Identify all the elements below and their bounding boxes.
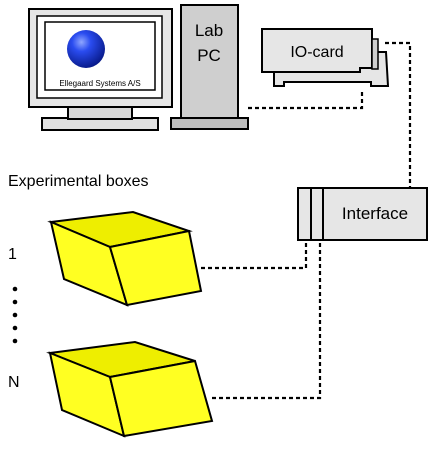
- box-index-first: 1: [8, 246, 17, 263]
- wire-boxN-to-interface: [212, 240, 322, 400]
- wire-box1-to-interface: [201, 240, 308, 270]
- tower-label-line2: PC: [197, 46, 221, 65]
- experimental-box-1: [47, 210, 203, 307]
- interface-label: Interface: [342, 204, 408, 223]
- interface-device: [297, 187, 428, 241]
- box-index-last: N: [8, 374, 20, 391]
- experimental-box-n: [46, 340, 214, 438]
- io-card-label: IO-card: [290, 44, 343, 61]
- wire-io-card-to-interface: [385, 41, 412, 188]
- experimental-boxes-heading: Experimental boxes: [8, 173, 149, 190]
- wire-pc-to-io-card: [248, 90, 364, 110]
- ellipsis-dots-icon: [12, 286, 18, 344]
- expansion-card-icon: [261, 28, 390, 87]
- tower-pc-icon: [170, 4, 249, 130]
- crt-monitor-icon: [28, 8, 173, 131]
- tower-label-line1: Lab: [195, 21, 223, 40]
- blue-sphere-logo-icon: [67, 30, 105, 68]
- connection-wires: [201, 41, 412, 400]
- monitor-screen-text: Ellegaard Systems A/S: [59, 79, 140, 88]
